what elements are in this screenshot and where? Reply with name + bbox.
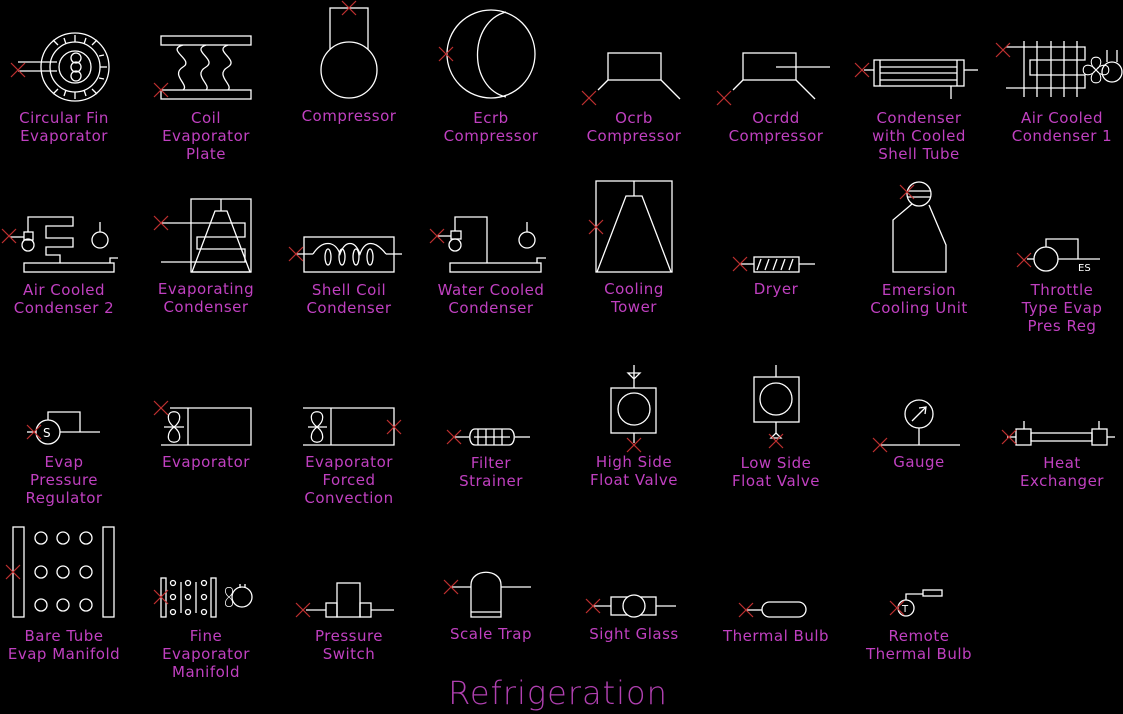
gauge-symbol[interactable] — [872, 399, 960, 453]
label-coil-evaporator-plate: Coil Evaporator Plate — [162, 109, 250, 163]
label-high-side-float-valve: High Side Float Valve — [590, 453, 678, 489]
ocrdd-compressor-symbol[interactable] — [716, 52, 830, 106]
label-cooling-tower: Cooling Tower — [604, 280, 664, 316]
label-compressor: Compressor — [301, 107, 397, 125]
condenser-shell-tube-symbol[interactable] — [854, 59, 978, 99]
label-air-cooled-condenser-1: Air Cooled Condenser 1 — [1011, 109, 1113, 145]
label-ecrb-compressor: Ecrb Compressor — [443, 109, 539, 145]
label-air-cooled-condenser-2: Air Cooled Condenser 2 — [13, 281, 115, 317]
filter-strainer-symbol[interactable] — [446, 428, 530, 446]
emersion-cooling-unit-symbol[interactable] — [892, 181, 947, 273]
coil-evaporator-plate-symbol[interactable] — [153, 35, 252, 100]
es-tag: ES — [1078, 263, 1091, 274]
ocrb-compressor-symbol[interactable] — [581, 52, 681, 106]
heat-exchanger-symbol[interactable] — [1001, 421, 1115, 446]
drawing-title: Refrigeration — [448, 674, 668, 712]
scale-trap-symbol[interactable] — [443, 571, 531, 618]
label-scale-trap: Scale Trap — [450, 625, 532, 643]
air-cooled-condenser-1-symbol[interactable] — [995, 41, 1123, 97]
label-ocrb-compressor: Ocrb Compressor — [586, 109, 682, 145]
evaporator-symbol[interactable] — [153, 400, 252, 446]
ecrb-compressor-symbol[interactable] — [438, 9, 536, 99]
label-gauge: Gauge — [893, 453, 945, 471]
label-thermal-bulb: Thermal Bulb — [722, 627, 830, 645]
circular-fin-evaporator-symbol[interactable] — [10, 32, 110, 102]
bare-tube-evap-manifold-symbol[interactable] — [5, 526, 115, 618]
low-side-float-valve-symbol[interactable] — [753, 365, 800, 449]
evap-pressure-regulator-symbol[interactable]: S — [26, 411, 100, 445]
label-dryer: Dryer — [753, 280, 799, 298]
s-tag: S — [43, 426, 51, 440]
label-emersion-cooling-unit: Emersion Cooling Unit — [870, 281, 968, 317]
label-fine-evaporator-manifold: Fine Evaporator Manifold — [162, 627, 250, 681]
dryer-symbol[interactable] — [732, 256, 815, 273]
remote-thermal-bulb-symbol[interactable]: T — [889, 589, 943, 617]
label-sight-glass: Sight Glass — [589, 625, 679, 643]
label-shell-coil-condenser: Shell Coil Condenser — [306, 281, 392, 317]
label-filter-strainer: Filter Strainer — [459, 454, 523, 490]
throttle-type-evap-pres-reg-symbol[interactable]: ES — [1016, 238, 1100, 274]
label-evap-pressure-regulator: Evap Pressure Regulator — [25, 453, 103, 507]
label-evaporating-condenser: Evaporating Condenser — [157, 280, 255, 316]
label-circular-fin-evaporator: Circular Fin Evaporator — [19, 109, 109, 145]
evaporator-forced-convection-symbol[interactable] — [303, 407, 402, 446]
label-condenser-shell-tube: Condenser with Cooled Shell Tube — [872, 109, 966, 163]
air-cooled-condenser-2-symbol[interactable] — [1, 216, 118, 273]
sight-glass-symbol[interactable] — [585, 594, 676, 618]
water-cooled-condenser-symbol[interactable] — [429, 216, 546, 273]
fine-evaporator-manifold-symbol[interactable] — [153, 577, 253, 618]
label-bare-tube-evap-manifold: Bare Tube Evap Manifold — [7, 627, 121, 663]
label-ocrdd-compressor: Ocrdd Compressor — [728, 109, 824, 145]
compressor-symbol[interactable] — [320, 0, 378, 99]
thermal-bulb-symbol[interactable] — [738, 601, 807, 618]
label-throttle-type-evap-pres-reg: Throttle Type Evap Pres Reg — [1021, 281, 1103, 335]
label-water-cooled-condenser: Water Cooled Condenser — [437, 281, 545, 317]
shell-coil-condenser-symbol[interactable] — [288, 236, 402, 273]
label-remote-thermal-bulb: Remote Thermal Bulb — [865, 627, 973, 663]
label-evaporator: Evaporator — [162, 453, 250, 471]
cooling-tower-symbol[interactable] — [588, 180, 673, 273]
label-low-side-float-valve: Low Side Float Valve — [732, 454, 820, 490]
label-heat-exchanger: Heat Exchanger — [1020, 454, 1104, 490]
label-evaporator-forced-convection: Evaporator Forced Convection — [304, 453, 394, 507]
label-pressure-switch: Pressure Switch — [314, 627, 384, 663]
pressure-switch-symbol[interactable] — [295, 582, 394, 618]
t-tag: T — [901, 604, 909, 615]
evaporating-condenser-symbol[interactable] — [153, 198, 252, 273]
high-side-float-valve-symbol[interactable] — [610, 365, 657, 453]
